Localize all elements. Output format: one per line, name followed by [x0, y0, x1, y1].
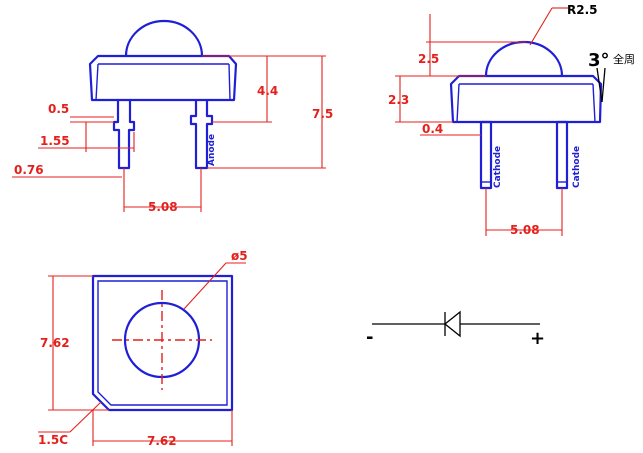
symbol-plus: + — [530, 328, 545, 349]
top-dim-chamfer: 1.5C — [38, 433, 68, 447]
side-body-right-edge — [592, 83, 596, 123]
cathode-label-left: Cathode — [493, 146, 503, 188]
symbol-triangle — [443, 310, 461, 338]
side-dim-r2-5: R2.5 — [567, 3, 598, 17]
front-lead-left — [112, 100, 136, 170]
front-view: Anode 0.5 1.55 0.76 4.4 7.5 5.08 — [12, 19, 333, 214]
side-lead-right — [555, 120, 569, 190]
symbol-minus: - — [366, 327, 373, 348]
side-body-outline — [449, 74, 603, 124]
side-dome — [484, 40, 564, 77]
top-view: ø5 7.62 7.62 1.5C — [38, 249, 248, 448]
top-dim-dia: ø5 — [231, 249, 248, 263]
side-draft-note: 全周 — [613, 52, 635, 66]
side-dim-2-5: 2.5 — [418, 52, 439, 66]
front-body-left-edge — [95, 63, 99, 101]
front-dim-5-08: 5.08 — [148, 200, 178, 214]
front-dim-0-76: 0.76 — [14, 163, 44, 177]
front-dim-7-5: 7.5 — [312, 107, 333, 121]
side-lead-left — [479, 120, 493, 190]
front-body-right-edge — [228, 63, 231, 101]
front-dim-1-55: 1.55 — [40, 134, 70, 148]
side-body-left-edge — [456, 83, 460, 123]
top-outer-square — [91, 274, 234, 412]
top-chamfer-leader — [69, 401, 102, 433]
side-draft-angle: 3° — [588, 50, 610, 71]
top-inner-square — [97, 280, 228, 406]
cathode-label-right: Cathode — [572, 146, 582, 188]
side-view: Cathode Cathode R2.5 2.5 2.3 0.4 5.08 3°… — [388, 3, 635, 237]
top-dim-height: 7.62 — [40, 336, 70, 350]
side-draft-line2 — [601, 67, 606, 103]
diode-symbol: - + — [366, 310, 545, 349]
top-dia-leader — [183, 262, 227, 310]
anode-label: Anode — [207, 134, 217, 166]
front-dome — [124, 19, 204, 57]
front-dim-4-4: 4.4 — [257, 84, 278, 98]
side-dim-5-08: 5.08 — [510, 223, 540, 237]
top-dim-width: 7.62 — [147, 434, 177, 448]
side-draft-line — [596, 67, 603, 103]
side-dim-0-4: 0.4 — [422, 122, 443, 136]
front-dim-0-5: 0.5 — [48, 102, 69, 116]
front-body-outline — [88, 54, 238, 102]
side-r-leader — [529, 7, 553, 46]
side-dim-2-3: 2.3 — [388, 93, 409, 107]
